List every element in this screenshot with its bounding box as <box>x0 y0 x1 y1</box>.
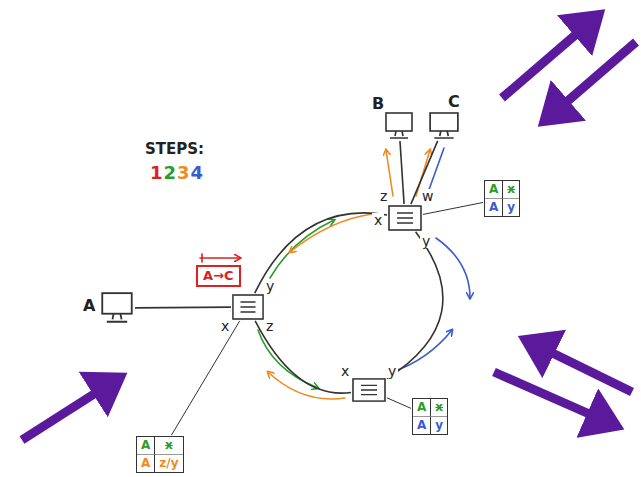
switch-icon <box>352 378 386 402</box>
port-label: w <box>420 189 435 203</box>
step-number: 4 <box>191 164 204 182</box>
table-cell: z/y <box>155 455 182 472</box>
monitor-stand <box>107 314 127 322</box>
switch-body <box>233 295 263 319</box>
port-label: x <box>372 213 384 227</box>
port-label: z <box>264 319 275 333</box>
computer-icon <box>100 292 134 324</box>
port-label: z <box>378 189 389 203</box>
network-link <box>135 306 231 308</box>
computer-icon <box>428 112 460 140</box>
switch-box: zwxy <box>388 205 422 231</box>
step-arrows <box>200 148 470 399</box>
packet-box: A→C <box>196 265 241 287</box>
table-cell: A <box>413 399 431 417</box>
host-label: A <box>83 298 95 314</box>
switch-body <box>353 379 385 401</box>
table-cell: x <box>155 437 182 455</box>
network-link <box>387 232 443 379</box>
step-number: 3 <box>177 164 190 182</box>
network-link <box>400 141 404 204</box>
network-link <box>411 141 438 204</box>
table-cell: A <box>485 181 503 199</box>
switch-icon <box>388 205 422 231</box>
port-label: y <box>264 279 276 293</box>
table-cell: A <box>413 417 431 434</box>
port-label: x <box>339 364 351 378</box>
host-label: B <box>372 96 384 112</box>
table-cell: A <box>137 455 155 472</box>
network-link <box>255 213 387 293</box>
table-cell: x <box>431 399 447 417</box>
computer: A <box>100 292 134 324</box>
table-cell: y <box>431 417 447 434</box>
switch-icon <box>232 294 264 320</box>
monitor <box>386 113 412 131</box>
step-number: 2 <box>164 164 177 182</box>
leader-line <box>423 202 483 214</box>
switch-lines <box>240 302 255 312</box>
switch-box: yxz <box>232 294 264 320</box>
table-cell: x <box>503 181 519 199</box>
leader-line <box>171 321 239 435</box>
computer-icon <box>384 112 414 140</box>
forwarding-table: AxAz/y <box>136 436 184 473</box>
table-cell: A <box>137 437 155 455</box>
monitor-stand <box>434 131 453 138</box>
switch-body <box>389 206 421 230</box>
leader-line <box>387 398 411 409</box>
computer: C <box>428 112 460 140</box>
switch-lines <box>397 213 413 223</box>
table-cell: A <box>485 199 503 216</box>
monitor-stand <box>390 131 408 138</box>
switch-box: xy <box>352 378 386 402</box>
port-label: y <box>386 364 398 378</box>
monitor <box>430 113 458 131</box>
forwarding-table: AxAy <box>484 180 520 217</box>
step-number: 1 <box>150 164 163 182</box>
annotation-arrows <box>22 18 636 440</box>
packet-label: A→C <box>203 269 234 283</box>
computer: B <box>384 112 414 140</box>
forwarding-table: AxAy <box>412 398 448 435</box>
table-cell: y <box>503 199 519 216</box>
port-label: x <box>219 319 231 333</box>
steps-heading: STEPS: <box>145 142 204 157</box>
switch-lines <box>361 385 377 394</box>
port-label: y <box>420 234 432 248</box>
host-label: C <box>448 94 460 110</box>
monitor <box>102 293 131 314</box>
